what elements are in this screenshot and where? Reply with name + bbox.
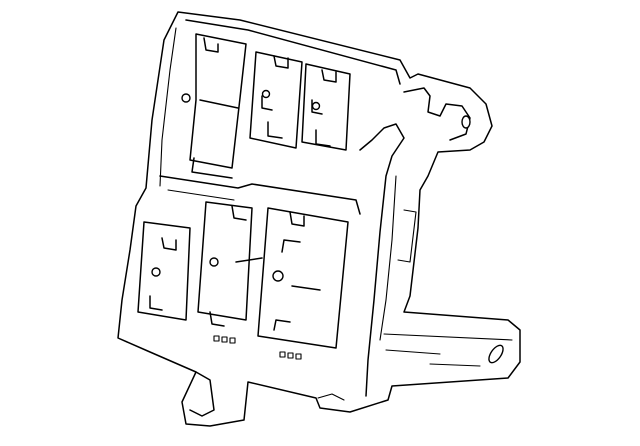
housing-outline	[117, 11, 521, 427]
rear-rim	[185, 19, 401, 85]
mounting-hole-icon	[209, 257, 219, 267]
tab-slot-icon	[488, 344, 504, 364]
terminal-row	[279, 351, 302, 360]
center-divider	[159, 175, 361, 215]
mounting-hole-icon	[181, 93, 191, 103]
mounting-hole-icon	[311, 101, 321, 111]
lower-relay-block	[137, 201, 349, 349]
mounting-hole-icon	[261, 89, 271, 99]
mounting-hole-icon	[151, 267, 161, 277]
side-wall	[359, 123, 405, 397]
mounting-hole-icon	[272, 270, 284, 282]
terminal-row	[213, 335, 236, 344]
rear-rim-inner	[159, 27, 177, 187]
upper-relay-block	[181, 33, 351, 179]
bottom-foot	[189, 371, 215, 417]
bracket-slot-icon	[461, 115, 471, 129]
